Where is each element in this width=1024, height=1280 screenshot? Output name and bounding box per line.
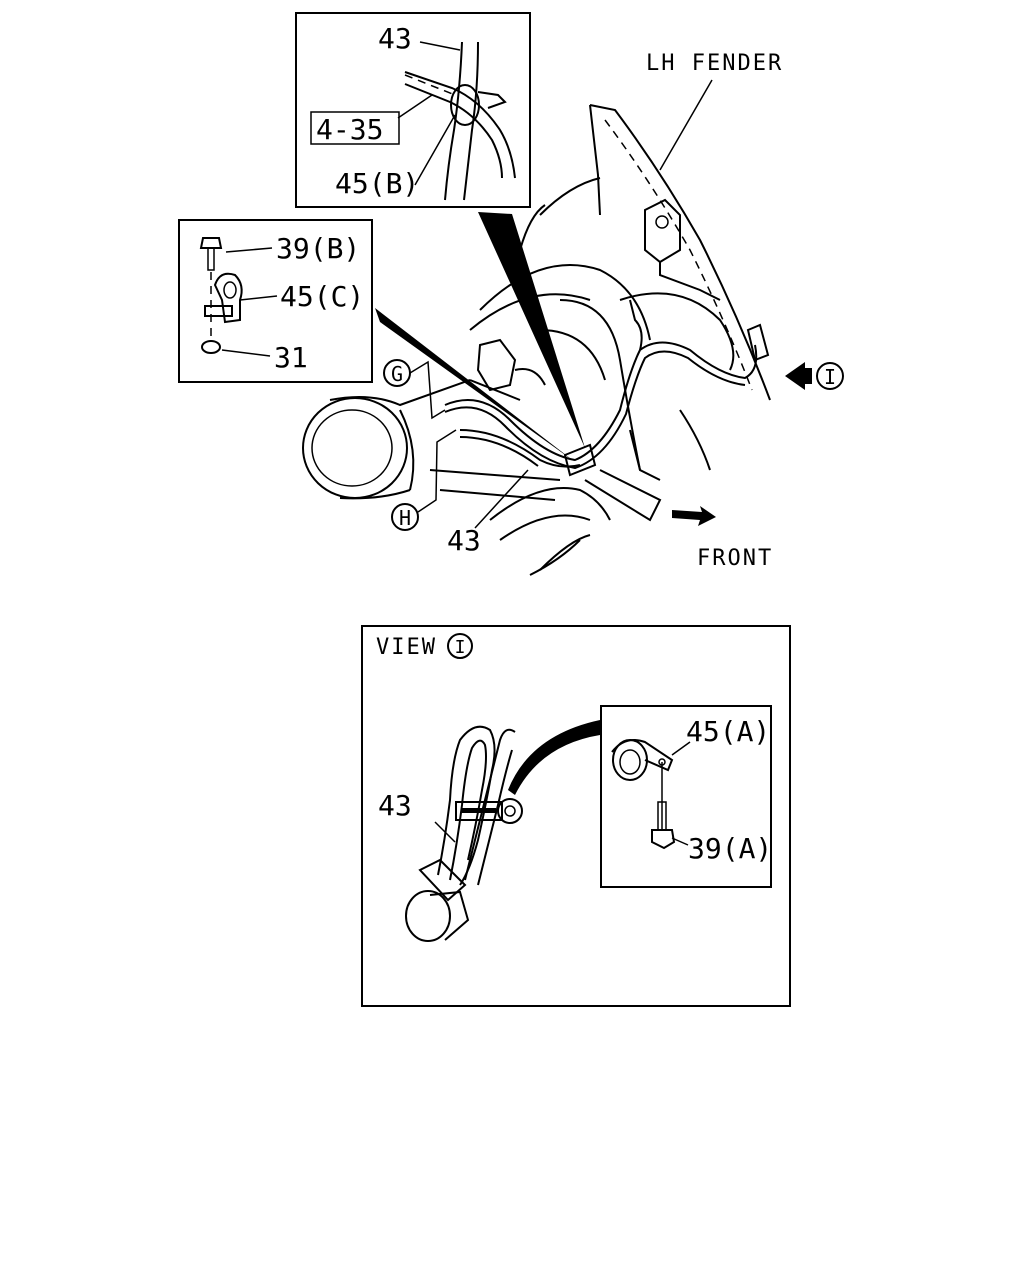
- view-harness-label: 43: [378, 789, 412, 822]
- marker-h: H: [391, 429, 457, 531]
- marker-g: G: [383, 359, 446, 420]
- harness-label-main: 43: [447, 524, 481, 557]
- main-drawing: G H I 43 LH FENDER FRONT: [302, 51, 844, 576]
- detail-box-left: 39(B) 45(C) 31: [178, 219, 373, 383]
- view-callout-curve: [508, 720, 600, 795]
- front-arrow-icon: [672, 506, 716, 526]
- detail-left-bolt-label: 39(B): [276, 232, 360, 265]
- detail-left-nut-label: 31: [274, 341, 308, 374]
- marker-i: I: [816, 362, 844, 390]
- view-marker-label: I: [455, 637, 466, 658]
- callout-wedge-top: [478, 212, 585, 448]
- view-panel: VIEW I 43 45(A) 39(A): [361, 625, 791, 1007]
- detail-box-top: 43 4-35 45(B): [295, 12, 531, 208]
- fender-label: LH FENDER: [646, 51, 783, 76]
- detail-left-clip-label: 45(C): [280, 280, 364, 313]
- detail-top-ref-label: 4-35: [316, 113, 383, 146]
- view-title: VIEW: [376, 635, 437, 660]
- view-bolt-label: 39(A): [688, 832, 772, 865]
- view-marker-circle: [447, 633, 473, 659]
- detail-top-harness-label: 43: [378, 22, 412, 55]
- detail-top-clip-label: 45(B): [335, 167, 419, 200]
- view-direction-arrow-icon: [785, 362, 812, 390]
- front-label: FRONT: [697, 546, 773, 571]
- svg-text:I: I: [824, 365, 836, 389]
- view-clip-label: 45(A): [686, 715, 770, 748]
- svg-text:H: H: [399, 506, 411, 530]
- svg-text:G: G: [391, 362, 403, 386]
- callout-wedge-left: [375, 308, 575, 462]
